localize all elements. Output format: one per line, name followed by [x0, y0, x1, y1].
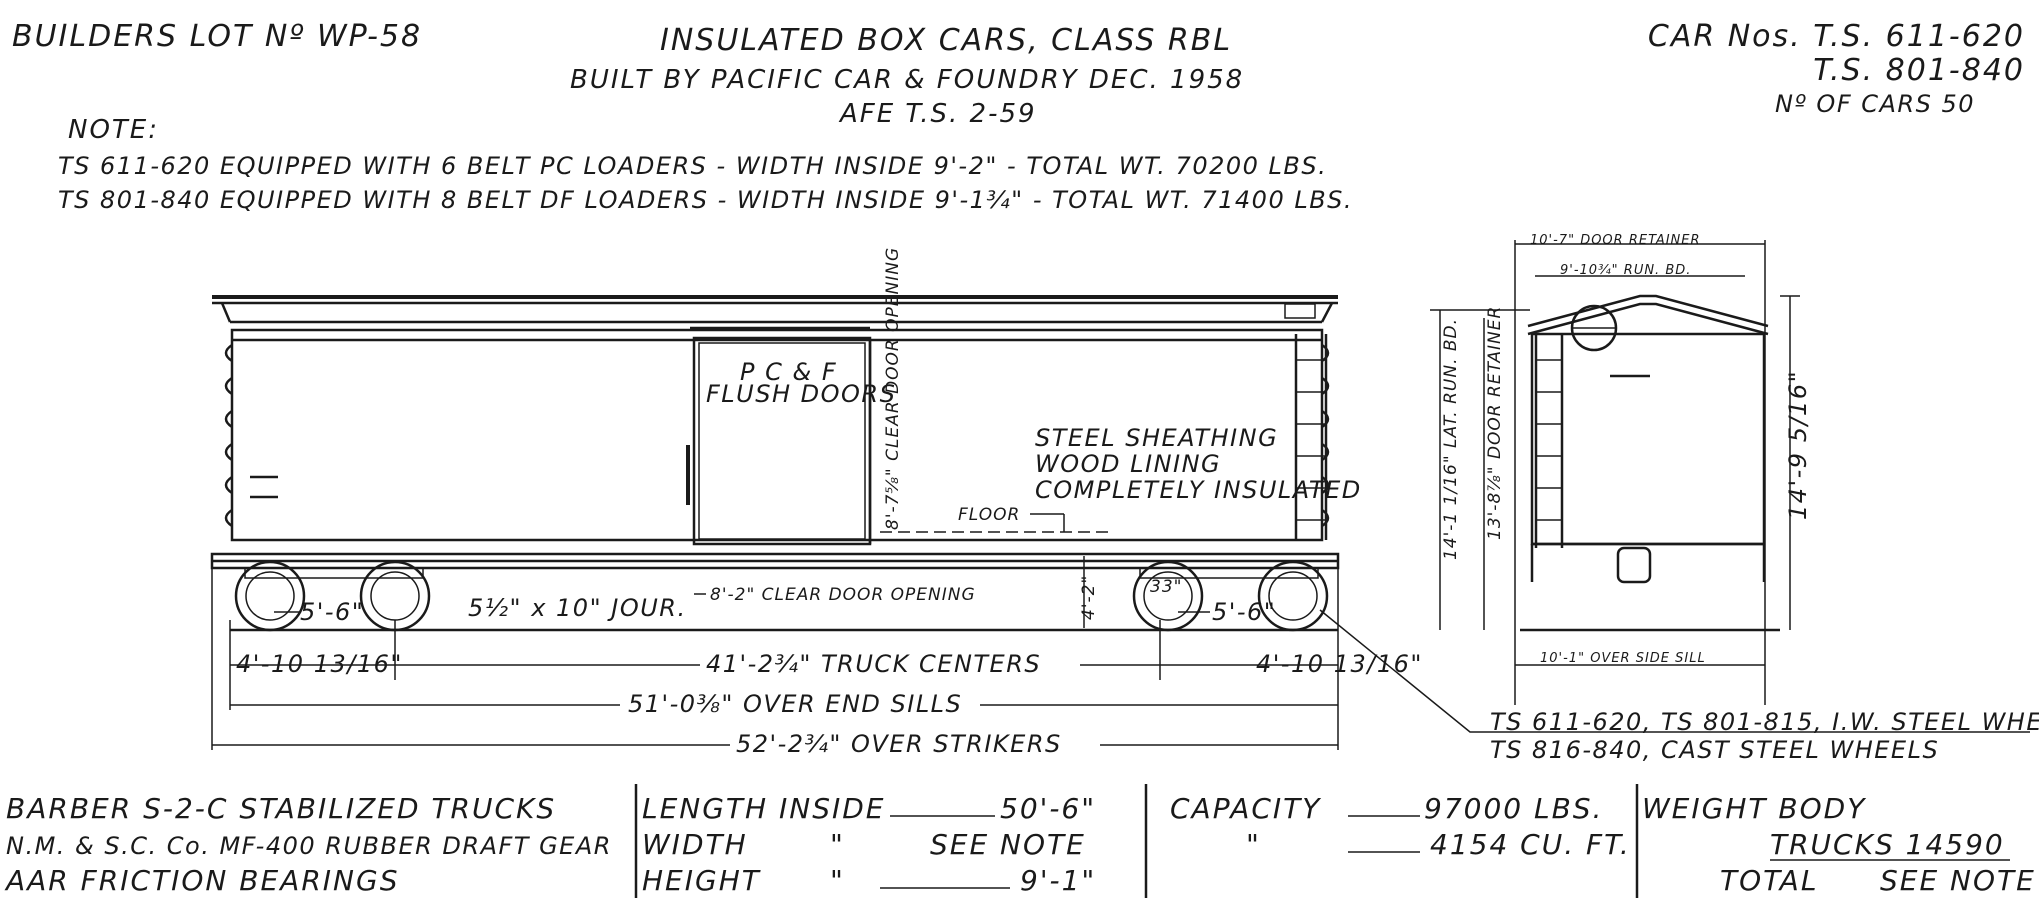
wheels-note-2: TS 816-840, CAST STEEL WHEELS	[1490, 736, 1939, 764]
overall-height: 14'-9 5/16"	[1784, 370, 1812, 520]
running-board-width: 9'-10¾" RUN. BD.	[1560, 263, 1691, 278]
over-strikers: 52'-2¾" OVER STRIKERS	[736, 730, 1062, 758]
spec-bearings: AAR FRICTION BEARINGS	[4, 864, 399, 897]
door-retainer-width: 10'-7" DOOR RETAINER	[1530, 233, 1701, 248]
afe-number: AFE T.S. 2-59	[838, 99, 1037, 129]
over-end-sills: 51'-0⅜" OVER END SILLS	[628, 690, 962, 718]
height-value: 9'-1"	[1020, 864, 1096, 897]
clear-door-width: 8'-2" CLEAR DOOR OPENING	[710, 585, 976, 605]
spec-table	[634, 784, 1639, 898]
sheathing-label-3: COMPLETELY INSULATED	[1035, 476, 1362, 504]
end-elevation	[1520, 294, 1780, 632]
wheelbase-right: 5'-6"	[1212, 598, 1276, 626]
car-numbers-1: CAR Nos. T.S. 611-620	[1648, 19, 2025, 54]
builders-lot-label: BUILDERS LOT Nº WP-58	[12, 19, 422, 54]
built-by-line: BUILT BY PACIFIC CAR & FOUNDRY DEC. 1958	[570, 65, 1244, 95]
cuft-ditto: "	[1246, 828, 1261, 861]
door-retainer-height: 13'-8⅞" DOOR RETAINER	[1485, 306, 1505, 540]
car-numbers-2: T.S. 801-840	[1813, 53, 2025, 88]
capacity-value: 97000 LBS.	[1424, 792, 1603, 825]
total-value: SEE NOTE	[1880, 864, 2036, 897]
over-side-sill: 10'-1" OVER SIDE SILL	[1540, 651, 1706, 666]
note-line-1: TS 611-620 EQUIPPED WITH 6 BELT PC LOADE…	[58, 152, 1327, 180]
floor-height: 4'-2"	[1079, 575, 1099, 620]
overhang-left: 4'-10 13/16"	[236, 650, 403, 678]
trucks-weight: TRUCKS 14590	[1770, 828, 2005, 861]
width-ditto: "	[830, 828, 845, 861]
note-line-2: TS 801-840 EQUIPPED WITH 8 BELT DF LOADE…	[58, 186, 1353, 214]
note-label: NOTE:	[68, 115, 159, 145]
door-label-1: P C & F	[740, 358, 837, 386]
wheels-note-1: TS 611-620, TS 801-815, I.W. STEEL WHEEL…	[1490, 708, 2039, 736]
wheels-leader	[1319, 609, 2030, 733]
journal-size: 5½" x 10" JOUR.	[468, 594, 687, 622]
width-value: SEE NOTE	[930, 828, 1086, 861]
number-of-cars: Nº OF CARS 50	[1775, 90, 1975, 118]
spec-trucks: BARBER S-2-C STABILIZED TRUCKS	[6, 792, 556, 825]
drawing-title: INSULATED BOX CARS, CLASS RBL	[660, 23, 1232, 58]
floor-label: FLOOR	[958, 505, 1020, 525]
overhang-right: 4'-10 13/16"	[1256, 650, 1423, 678]
length-inside-label: LENGTH INSIDE	[642, 792, 885, 825]
spec-draft-gear: N.M. & S.C. Co. MF-400 RUBBER DRAFT GEAR	[6, 832, 612, 860]
weight-body-label: WEIGHT BODY	[1642, 792, 1866, 825]
door-label-2: FLUSH DOORS	[706, 380, 896, 408]
lat-running-board-height: 14'-1 1/16" LAT. RUN. BD.	[1441, 318, 1461, 560]
wheel-diameter: 33"	[1150, 577, 1182, 597]
height-label: HEIGHT	[642, 864, 761, 897]
length-inside-value: 50'-6"	[1000, 792, 1096, 825]
wheelbase-left: 5'-6"	[300, 598, 364, 626]
width-label: WIDTH	[642, 828, 748, 861]
sheathing-label-1: STEEL SHEATHING	[1035, 424, 1278, 452]
truck-centers: 41'-2¾" TRUCK CENTERS	[706, 650, 1041, 678]
side-elevation	[210, 295, 1340, 750]
cuft-value: 4154 CU. FT.	[1430, 828, 1631, 861]
height-ditto: "	[830, 864, 845, 897]
clear-door-height: 8'-7⅝" CLEAR DOOR OPENING	[883, 247, 903, 530]
capacity-label: CAPACITY	[1170, 792, 1321, 825]
total-label: TOTAL	[1720, 864, 1818, 897]
sheathing-label-2: WOOD LINING	[1035, 450, 1221, 478]
